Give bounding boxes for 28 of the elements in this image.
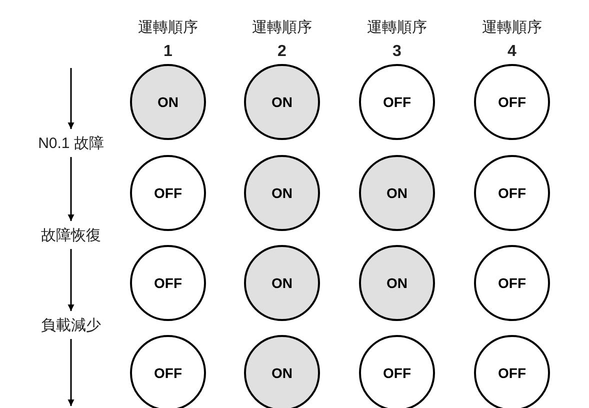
state-circle: OFF <box>474 335 550 408</box>
state-circle: OFF <box>130 245 206 321</box>
state-circle: ON <box>244 335 320 408</box>
state-circle: ON <box>244 155 320 231</box>
state-circle: OFF <box>130 335 206 408</box>
state-circle: ON <box>359 155 435 231</box>
state-circle: OFF <box>474 64 550 140</box>
column-header: 運轉順序 <box>252 18 312 37</box>
sequence-number: 1 <box>164 43 172 61</box>
column-header: 運轉順序 <box>367 18 427 37</box>
state-circle: OFF <box>130 155 206 231</box>
sequence-number: 2 <box>278 43 286 61</box>
state-circle: ON <box>244 245 320 321</box>
state-circle: OFF <box>474 155 550 231</box>
sequence-number: 4 <box>508 43 516 61</box>
state-circle: ON <box>244 64 320 140</box>
state-circle: OFF <box>474 245 550 321</box>
column-header: 運轉順序 <box>482 18 542 37</box>
column-header: 運轉順序 <box>138 18 198 37</box>
sequence-number: 3 <box>392 43 402 61</box>
arrow <box>68 157 74 221</box>
state-circle: OFF <box>359 335 435 408</box>
state-circle: OFF <box>359 64 435 140</box>
state-circle: ON <box>359 245 435 321</box>
arrow <box>68 68 74 129</box>
arrow <box>68 339 74 406</box>
arrow <box>68 249 74 311</box>
state-circle: ON <box>130 64 206 140</box>
